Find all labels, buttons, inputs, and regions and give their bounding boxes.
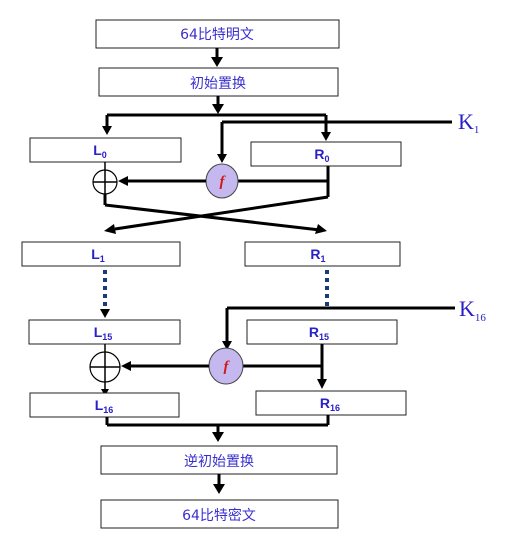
l16-label: L16 (95, 397, 114, 415)
initial-permutation-label: 初始置换 (190, 75, 246, 92)
ciphertext-box (100, 499, 339, 529)
l15-label: L15 (94, 324, 113, 342)
key-k16: K16 (459, 296, 486, 324)
r16-label: R16 (320, 395, 340, 413)
r0-box (250, 141, 402, 167)
f-label-round1: f (220, 174, 227, 190)
inverse-permutation-box (100, 445, 338, 475)
f-label-round16: f (224, 359, 231, 375)
l0-label: L0 (93, 142, 107, 160)
l1-label: L1 (91, 246, 105, 264)
ciphertext-label: 64比特密文 (182, 507, 256, 524)
initial-permutation-box (98, 67, 339, 97)
inverse-permutation-label: 逆初始置换 (184, 453, 254, 470)
r1-box (244, 241, 401, 267)
r15-label: R15 (309, 324, 329, 342)
l16-box (29, 392, 180, 418)
l0-box (29, 137, 182, 163)
plaintext-box (95, 19, 340, 49)
r1-label: R1 (310, 246, 325, 264)
r0-label: R0 (314, 146, 329, 164)
plaintext-label: 64比特明文 (180, 27, 254, 43)
l15-box (28, 319, 181, 345)
key-k1: K1 (458, 109, 479, 136)
l1-box (21, 241, 181, 267)
r16-box (255, 390, 407, 416)
